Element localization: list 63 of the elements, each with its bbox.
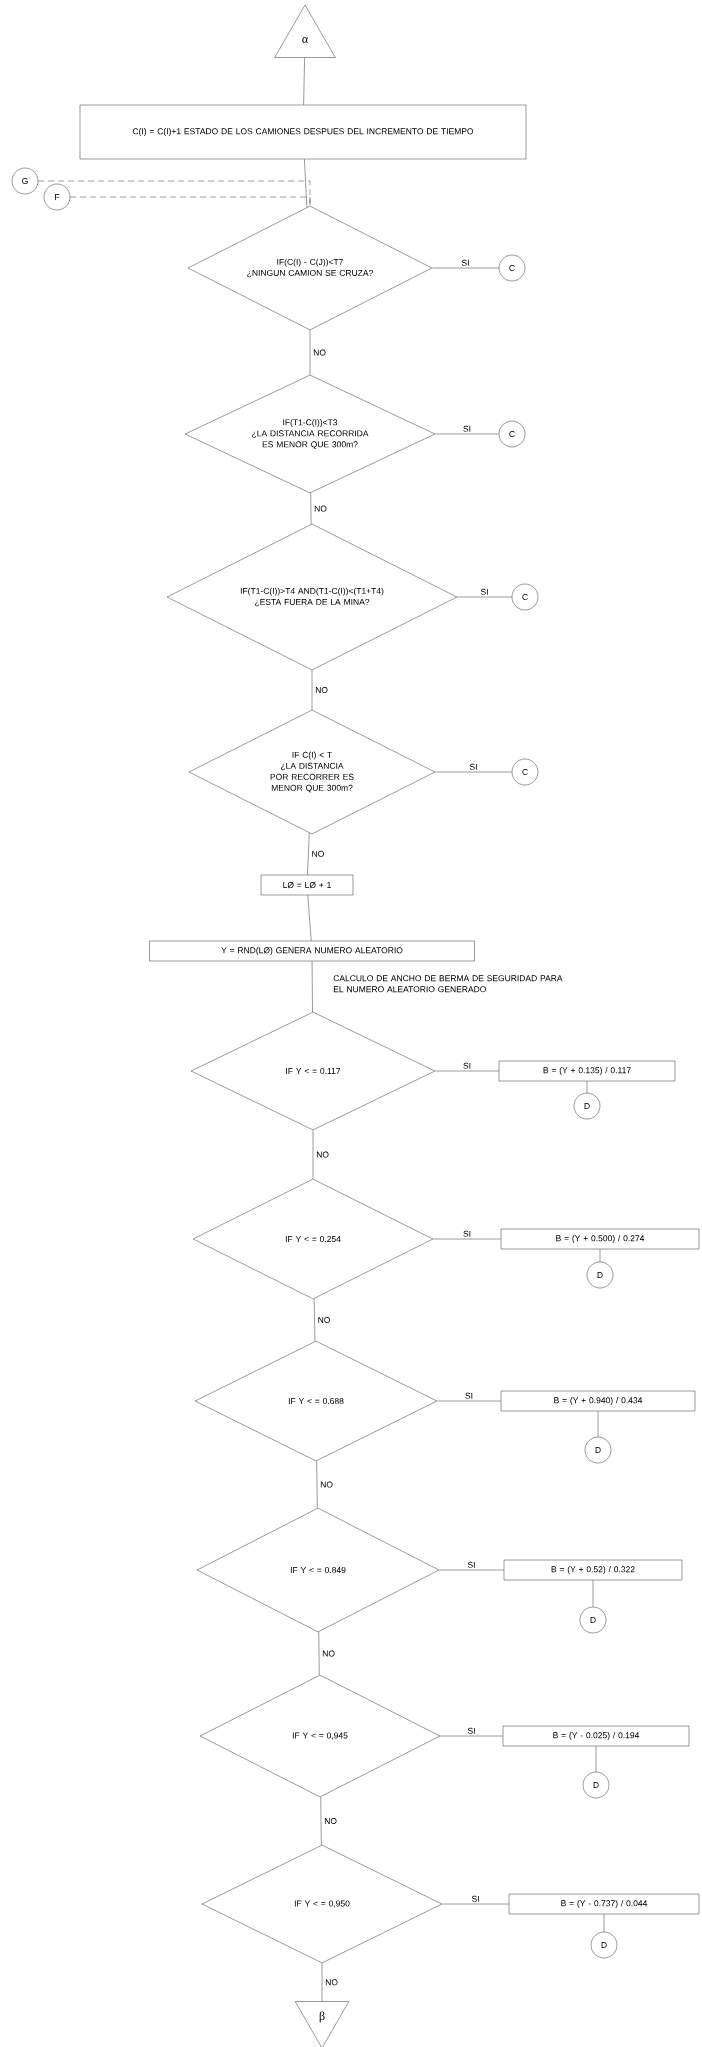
connector-line [457,596,512,598]
connector-line [435,1070,499,1072]
connector-line [432,267,499,269]
connector-line [435,433,499,435]
edge-label: SI [468,762,479,771]
connector-line [307,832,310,875]
connector-line [435,771,512,773]
connector-line [313,1298,316,1342]
connector-line [309,330,311,375]
edge-label: NO [323,1817,338,1825]
connector-line [310,492,312,525]
connector-line [311,670,313,710]
connector-line [433,1238,501,1240]
edge-label: NO [316,1316,332,1324]
edge-label: SI [462,424,472,433]
edge-label: NO [312,348,327,357]
edge-label: SI [470,1894,481,1903]
edge-label: SI [462,1229,473,1238]
process-box: B = (Y + 0.135) / 0.117 [498,1060,676,1082]
process-box: Y = RND(LØ) GENERA NUMERO ALEATORIO [149,940,475,962]
connector-line [303,57,305,105]
note-text: CALCULO DE ANCHO DE BERMA DE SEGURIDAD PARA EL NUMERO ALEATORIO GENERADO [333,975,563,993]
connector-line [595,1746,597,1772]
connector-line [586,1081,588,1093]
edge-label: NO [324,1978,339,1987]
connector-line [312,1130,314,1179]
connector-line [38,180,311,206]
edge-label: SI [466,1560,477,1569]
connector-line [320,1796,322,1846]
process-box: B = (Y + 0.940) / 0.434 [500,1390,696,1412]
connector-line [439,1569,504,1571]
connector-line [321,1963,323,2002]
connector-line [437,1400,501,1402]
edge-label: NO [319,1480,334,1489]
process-box: C(I) = C(I)+1 ESTADO DE LOS CAMIONES DESPUES DEL INCREMENTO DE TIEMPO [79,104,527,160]
connector-line [592,1580,594,1607]
connector-line [318,1631,320,1676]
connector-line [316,1460,318,1509]
process-box: LØ = LØ + 1 [260,874,354,896]
edge-label: NO [315,1150,330,1159]
process-box: B = (Y + 0.500) / 0.274 [500,1228,700,1250]
connector-line [442,1903,509,1905]
edge-label: SI [466,1726,477,1735]
connector-line [307,895,312,941]
connector-line [311,961,313,1013]
edge-label: SI [460,258,471,267]
connector-line [440,1735,503,1737]
terminal-triangle: α [274,4,336,58]
edge-label: SI [479,587,490,596]
edge-label: SI [462,1061,472,1070]
terminal-triangle: β [294,2001,350,2047]
edge-label: NO [321,1649,336,1658]
edge-label: NO [310,849,326,858]
edge-label: SI [464,1391,474,1400]
edge-label: NO [314,686,329,694]
process-box: B = (Y + 0.52) / 0.322 [503,1559,683,1581]
connector-line [599,1249,601,1262]
connector-line [304,159,308,208]
connector-line [603,1914,605,1932]
process-box: B = (Y - 0.737) / 0.044 [508,1893,700,1915]
connector-line [597,1411,599,1437]
process-box: B = (Y - 0.025) / 0.194 [502,1725,690,1747]
edge-label: NO [313,504,328,513]
